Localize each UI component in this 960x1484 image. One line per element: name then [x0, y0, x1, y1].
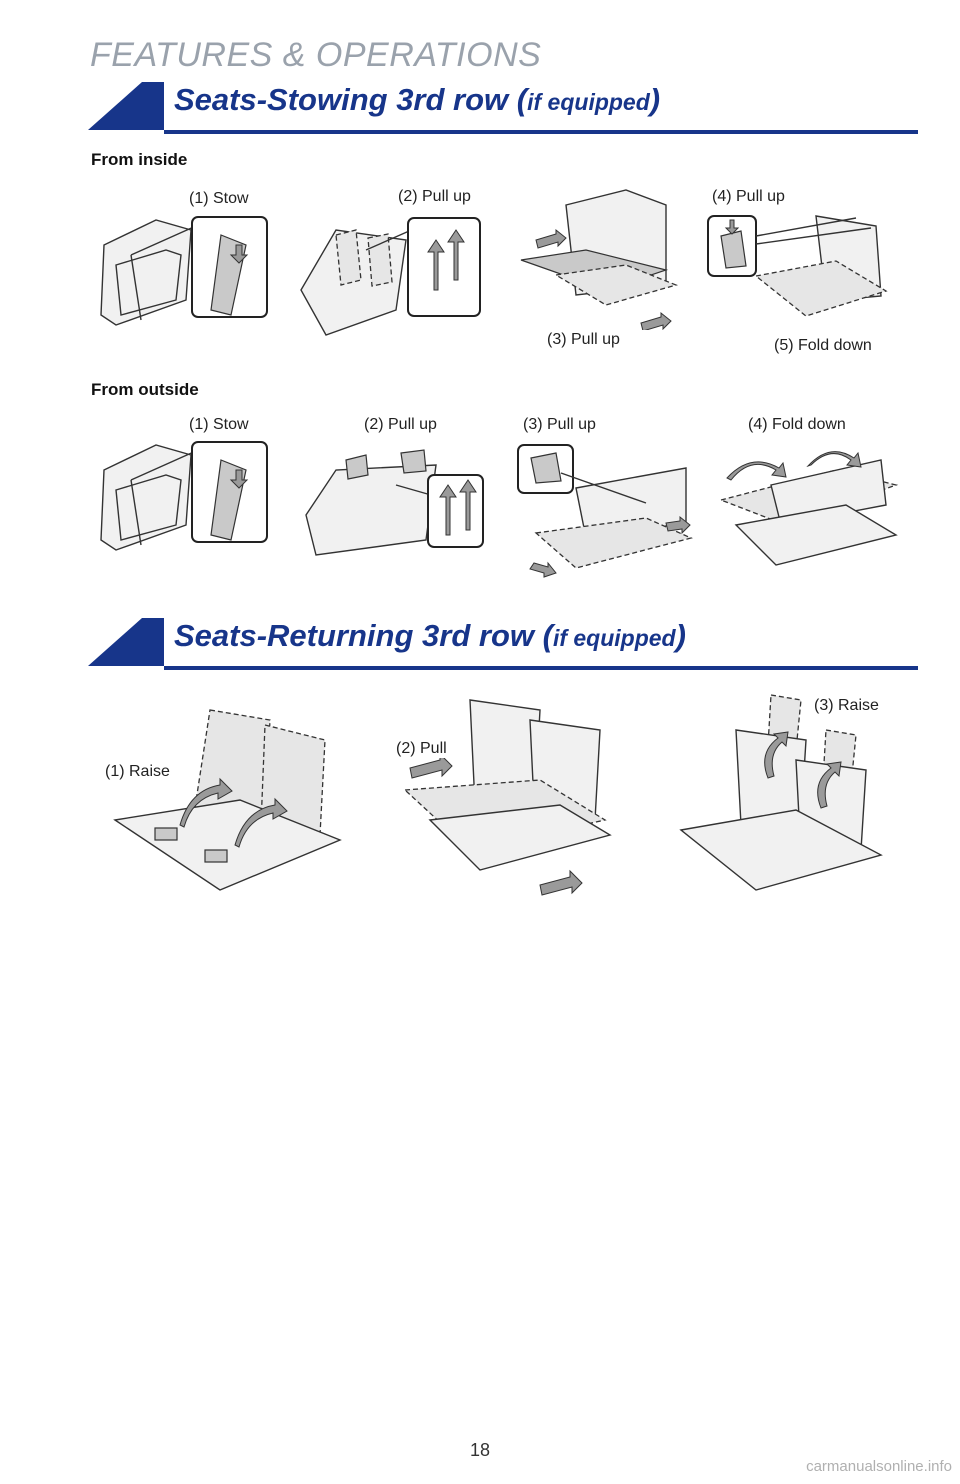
stowing-section-title: Seats-Stowing 3rd row (if equipped)	[174, 82, 661, 117]
return-step1-label: (1) Raise	[103, 763, 172, 781]
from-outside-heading: From outside	[91, 380, 199, 399]
return-step1-illustration	[113, 709, 342, 891]
section-rule	[164, 666, 918, 670]
stowing-section-header: Seats-Stowing 3rd row (if equipped)	[88, 82, 918, 134]
section-wedge	[88, 618, 164, 666]
returning-section-title: Seats-Returning 3rd row (if equipped)	[174, 618, 686, 653]
return-step3-label: (3) Raise	[812, 697, 881, 715]
inside-step2-label: (2) Pull up	[396, 188, 473, 206]
return-step2-label: (2) Pull	[394, 740, 449, 758]
outside-step2-illustration	[305, 449, 484, 556]
outside-step3-illustration	[517, 444, 693, 578]
return-step2-illustration	[403, 699, 612, 896]
inside-step3-label: (3) Pull up	[545, 331, 622, 349]
inside-step2-illustration	[300, 217, 481, 336]
inside-step3-illustration	[520, 189, 679, 330]
returning-section-header: Seats-Returning 3rd row (if equipped)	[88, 618, 918, 670]
inside-step4-illustration	[707, 215, 888, 317]
page-header-title: FEATURES & OPERATIONS	[90, 36, 542, 74]
inside-step1-label: (1) Stow	[187, 190, 251, 208]
return-step3-illustration	[679, 694, 883, 891]
from-inside-heading: From inside	[91, 150, 188, 169]
page-number: 18	[469, 1440, 491, 1460]
outside-step4-illustration	[718, 451, 899, 566]
inside-step1-illustration	[100, 216, 268, 326]
section-wedge	[88, 82, 164, 130]
inside-step4-label: (4) Pull up	[710, 188, 787, 206]
outside-step4-label: (4) Fold down	[746, 416, 848, 434]
watermark-text: carmanualsonline.info	[806, 1458, 952, 1475]
section-rule	[164, 130, 918, 134]
inside-step5-label: (5) Fold down	[772, 337, 874, 355]
outside-step3-label: (3) Pull up	[521, 416, 598, 434]
outside-step1-label: (1) Stow	[187, 416, 251, 434]
outside-step1-illustration	[100, 441, 268, 551]
outside-step2-label: (2) Pull up	[362, 416, 439, 434]
